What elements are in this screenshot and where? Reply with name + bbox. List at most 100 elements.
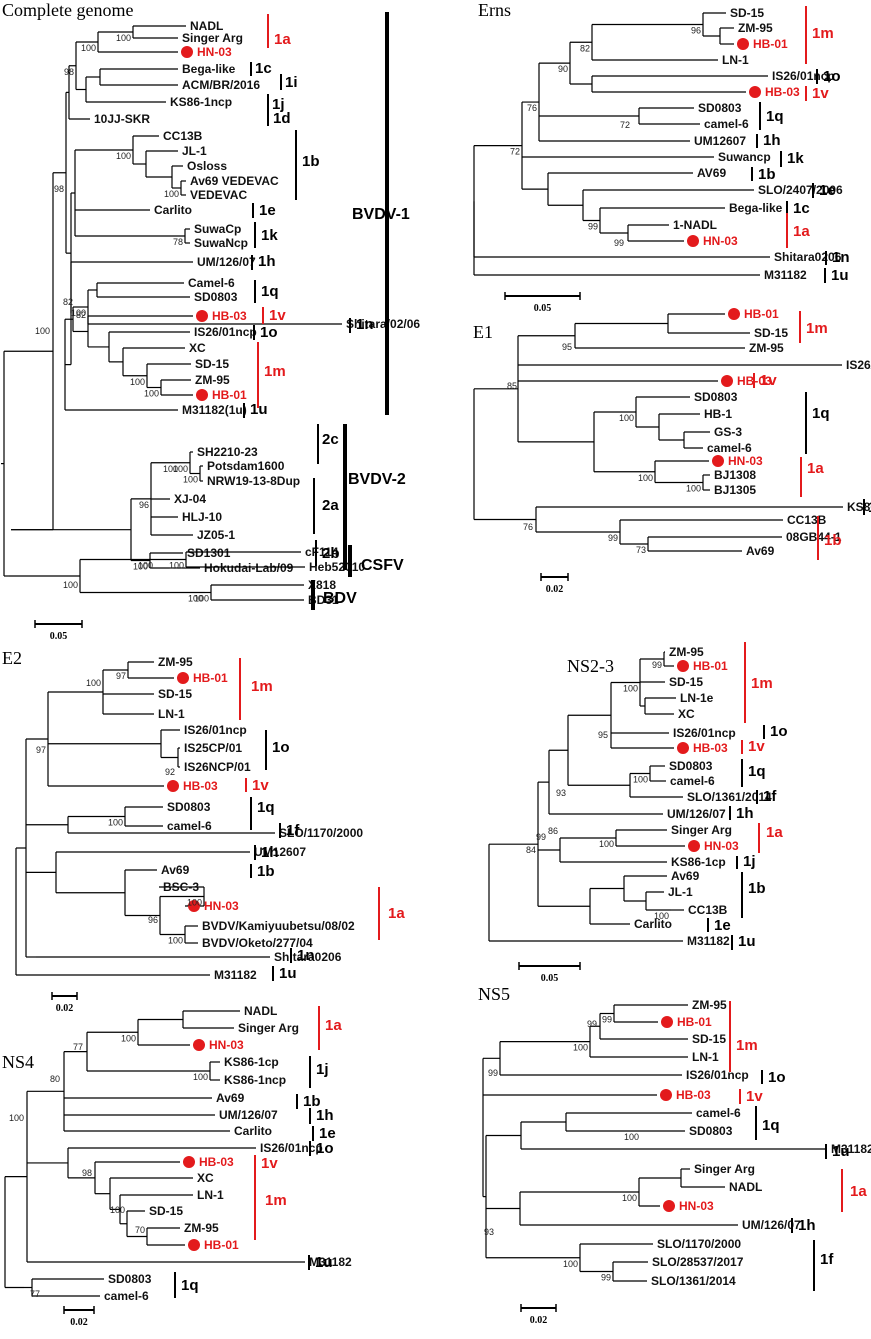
taxon-label: IS26/01ncp [673,726,736,740]
taxon-label: M31182(1u) [182,403,247,417]
bootstrap-value: 100 [573,1043,588,1053]
bootstrap-value: 95 [562,342,572,352]
taxon-label: NADL [729,1180,762,1194]
taxon-label: IS26/01ncp [184,723,247,737]
bootstrap-value: 100 [188,594,203,604]
taxon-label: BD31 [308,593,339,607]
clade-label: 1e [714,917,731,934]
taxon-label: camel-6 [707,441,752,455]
taxon-label: ZM-95 [158,655,193,669]
taxon-label: VEDEVAC [190,188,247,202]
clade-label: 1q [762,1117,780,1134]
clade-label: 1u [315,1254,333,1271]
bootstrap-value: 100 [164,189,179,199]
bootstrap-value: 99 [587,1019,597,1029]
bootstrap-value: 100 [168,936,183,946]
taxon-label: LN-1 [158,707,185,721]
taxon-label: Singer Arg [671,823,732,837]
highlight-marker [167,780,179,792]
bootstrap-value: 78 [173,237,183,247]
panel-title: NS2-3 [567,656,614,676]
taxon-label: ACM/BR/2016 [182,78,260,92]
highlight-marker [188,900,200,912]
taxon-label: SD0803 [689,1124,733,1138]
taxon-label: HN-03 [204,899,239,913]
bootstrap-value: 97 [116,671,126,681]
taxon-label: HLJ-10 [182,510,222,524]
bootstrap-value: 72 [620,120,630,130]
bootstrap-value: 100 [654,911,669,921]
taxon-label: UM12607 [254,845,306,859]
clade-label: 1h [798,1217,816,1234]
bootstrap-value: 99 [614,238,624,248]
clade-label: 1o [272,739,290,756]
clade-label: 1a [766,824,783,841]
bootstrap-value: 100 [35,326,50,336]
bootstrap-value: 99 [588,222,598,232]
taxon-label: Shitara0206 [774,250,842,264]
clade-label: 1b [748,880,766,897]
taxon-label: Hokudai-Lab/09 [204,561,294,575]
taxon-label: SuwaCp [194,222,241,236]
taxon-label: SD-15 [158,687,192,701]
clade-label: 1h [736,805,754,822]
taxon-label: LN-1 [692,1050,719,1064]
taxon-label: JL-1 [668,885,693,899]
taxon-label: AV69 [697,166,726,180]
taxon-label: HB-03 [676,1088,711,1102]
clade-label: 1i [285,74,298,91]
bootstrap-value: 98 [54,184,64,194]
bootstrap-value: 100 [133,562,148,572]
bootstrap-value: 100 [116,151,131,161]
clade-label: 1b [257,863,275,880]
bootstrap-value: 82 [76,310,86,320]
taxon-label: LN-1 [722,53,749,67]
highlight-marker [728,308,740,320]
taxon-label: LN-1e [680,691,714,705]
taxon-label: Osloss [187,159,227,173]
taxon-label: camel-6 [167,819,212,833]
scale-bar-label: 0.05 [541,973,559,984]
highlight-marker [188,1239,200,1251]
clade-label: 1h [763,132,781,149]
taxon-label: M31182 [214,968,257,982]
clade-label: 1u [738,933,756,950]
taxon-label: IS26/01ncp [260,1141,323,1155]
bootstrap-value: 73 [636,545,646,555]
bootstrap-value: 96 [691,26,701,36]
taxon-label: camel-6 [704,117,749,131]
highlight-marker [196,310,208,322]
highlight-marker [660,1089,672,1101]
clade-label: 1v [261,1155,278,1172]
clade-label: 1m [265,1192,287,1209]
clade-label: 1b [303,1093,321,1110]
taxon-label: Singer Arg [182,31,243,45]
bootstrap-value: 82 [63,297,73,307]
taxon-label: Av69 VEDEVAC [190,174,279,188]
taxon-label: ZM-95 [184,1221,219,1235]
taxon-label: Camel-6 [188,276,235,290]
highlight-marker [712,455,724,467]
taxon-label: SD-15 [195,357,229,371]
panel-title: NS5 [478,984,510,1004]
bootstrap-value: 93 [556,788,566,798]
clade-label: 1q [766,108,784,125]
bootstrap-value: 80 [50,1074,60,1084]
tree-e1: E1HB-01SD-15ZM-9595IS26/01ncpHB-03SD0803… [473,307,871,595]
clade-label: 1a [807,460,824,477]
taxon-label: 1-NADL [673,218,717,232]
taxon-label: SD-15 [754,326,788,340]
group-label: BVDV-1 [352,206,410,223]
clade-label: 1v [746,1088,763,1105]
highlight-marker [688,840,700,852]
taxon-label: Carlito [634,917,672,931]
taxon-label: HN-03 [197,45,232,59]
clade-label: 1j [272,96,285,113]
taxon-label: SD-15 [692,1032,726,1046]
taxon-label: Bega-like [729,201,783,215]
clade-label: 1u [250,401,268,418]
clade-label: 1m [812,25,834,42]
